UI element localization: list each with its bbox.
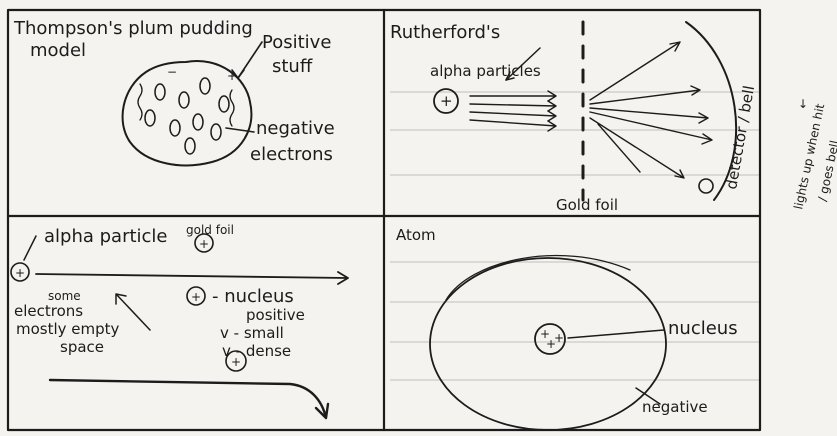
alpha-path-arrow — [36, 272, 348, 284]
electrons-label-line2: electrons — [14, 302, 83, 320]
atom-nucleus-plus-3: + — [554, 331, 564, 345]
empty-space-line2: space — [60, 338, 104, 356]
alpha-panel-title: alpha particle — [44, 226, 168, 247]
panel-rutherford: Rutherford's + alpha particles Gold foil — [390, 22, 758, 214]
empty-space-line1: mostly empty — [16, 320, 120, 338]
atom-title: Atom — [396, 226, 436, 244]
electrons-pointer-arrow — [116, 294, 150, 330]
atom-nucleus-label: nucleus — [668, 318, 738, 339]
small-descriptor: v - small — [220, 324, 284, 342]
pudding-minus-sign: − — [167, 65, 177, 79]
rutherford-title: Rutherford's — [390, 22, 500, 43]
side-note: ↓ lights up when hit / goes bell — [791, 97, 837, 211]
side-note-line2: / goes bell — [815, 139, 837, 202]
nucleus-plus: + — [191, 290, 201, 304]
foil-nucleus-plus: + — [199, 237, 209, 251]
svg-text:↓: ↓ — [798, 97, 808, 111]
alpha-particles-label: alpha particles — [430, 62, 541, 80]
thompson-title-line1: Thompson's plum pudding — [13, 18, 253, 39]
nucleus-label: - nucleus — [212, 286, 294, 307]
positive-descriptor: positive — [246, 306, 305, 324]
atom-negative-label: negative — [642, 398, 708, 416]
scatter-arrows — [590, 42, 712, 178]
thompson-title-line2: model — [30, 40, 86, 61]
nucleus-pointer-line — [568, 330, 664, 338]
gold-foil-label: Gold foil — [556, 196, 618, 214]
grid-frame — [8, 10, 760, 430]
negative-label-line2: electrons — [250, 144, 333, 165]
panel-alpha: alpha particle gold foil + + some electr… — [11, 223, 348, 418]
electrons-label-line1: some — [48, 289, 81, 303]
alpha-source-plus: + — [440, 92, 453, 110]
positive-label-line2: stuff — [272, 56, 313, 77]
gold-foil-small-label: gold foil — [186, 223, 234, 237]
detector-hit-dot — [699, 179, 713, 193]
deflect-nucleus-plus: + — [231, 355, 241, 369]
alpha-particle-plus: + — [15, 266, 25, 280]
positive-label-line1: Positive — [262, 32, 331, 53]
panel-atom: Atom + + + nucleus negative — [396, 226, 738, 430]
negative-label-line1: negative — [256, 118, 335, 139]
panel-thompson: Thompson's plum pudding model − + Positi… — [13, 18, 335, 165]
pudding-electrons: − + — [145, 65, 237, 154]
deflected-path-arrow — [50, 380, 328, 418]
alpha-beam-arrows — [470, 91, 556, 131]
